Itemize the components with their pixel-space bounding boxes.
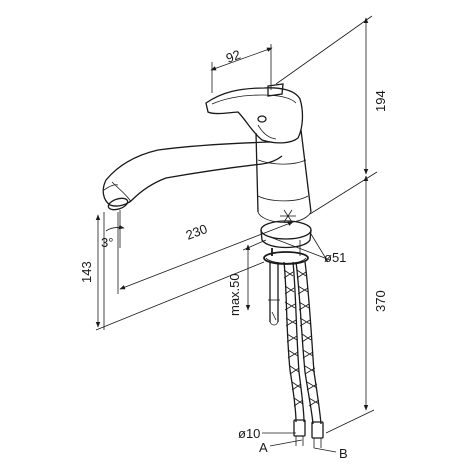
spout-angle-label: 3° xyxy=(101,235,113,250)
lower-length-label: 370 xyxy=(373,290,388,312)
braided-hoses xyxy=(283,261,324,448)
dimension-labels: 92 194 230 3° 143 max.50 ø51 370 ø10 A B xyxy=(79,47,388,461)
outlet-height-label: 143 xyxy=(79,261,94,283)
threaded-stud xyxy=(268,262,280,326)
connection-a-label: A xyxy=(259,440,268,455)
upper-height-label: 194 xyxy=(373,90,388,112)
max-deck-label: max.50 xyxy=(227,273,242,316)
faucet-base xyxy=(260,220,312,265)
hose-diameter-label: ø10 xyxy=(238,426,260,441)
spout-reach-label: 230 xyxy=(184,221,210,243)
connection-b-label: B xyxy=(339,446,348,461)
base-diameter-label: ø51 xyxy=(324,250,346,265)
handle-width-label: 92 xyxy=(224,47,243,66)
dimension-lines xyxy=(95,15,378,453)
faucet-body xyxy=(102,83,312,223)
